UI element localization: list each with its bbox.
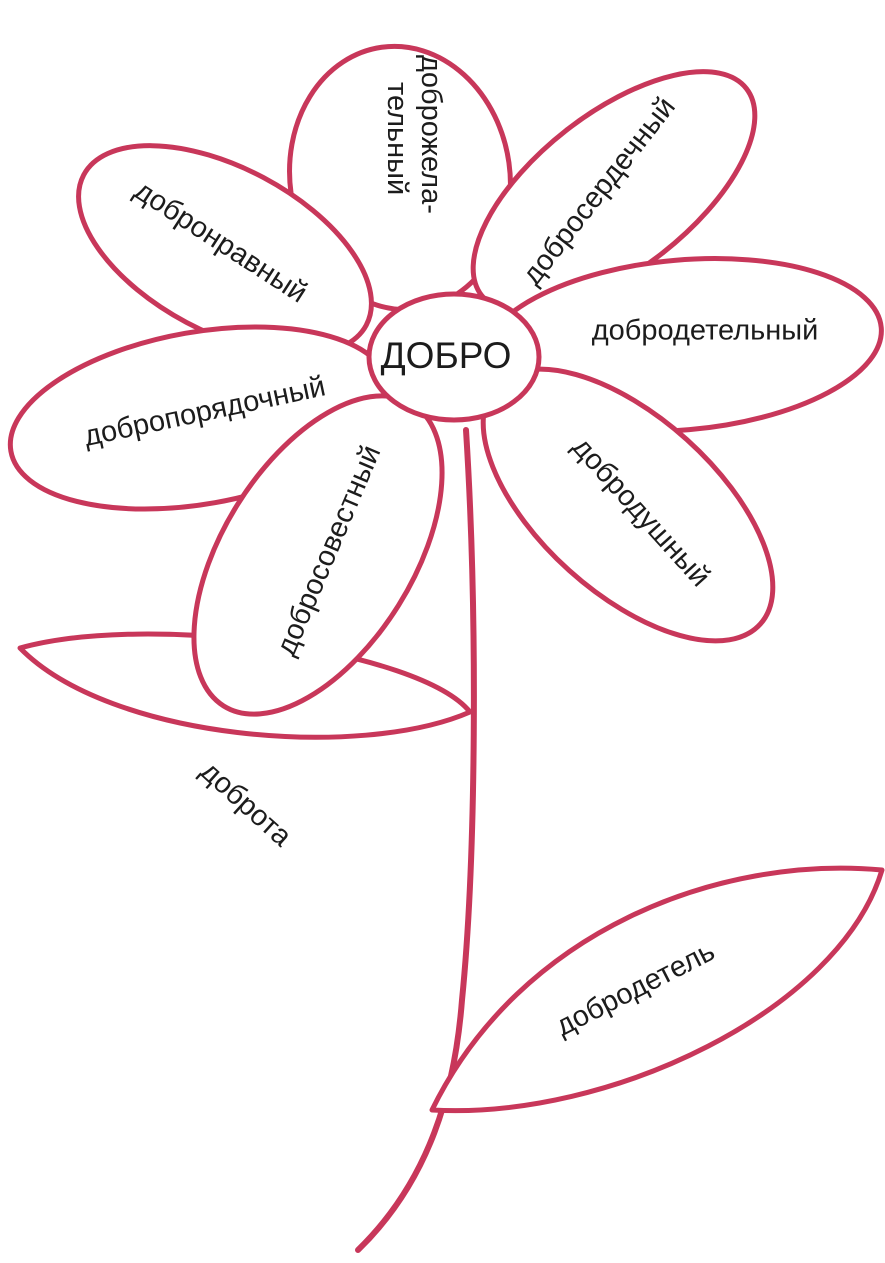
petal-top-line1: доброжела- bbox=[415, 55, 447, 214]
center-label: ДОБРО bbox=[381, 335, 512, 376]
leaf-left-label: доброта bbox=[194, 755, 298, 853]
petal-right-label: добродетельный bbox=[592, 315, 819, 347]
petal-top-line2: тельный bbox=[381, 82, 413, 195]
